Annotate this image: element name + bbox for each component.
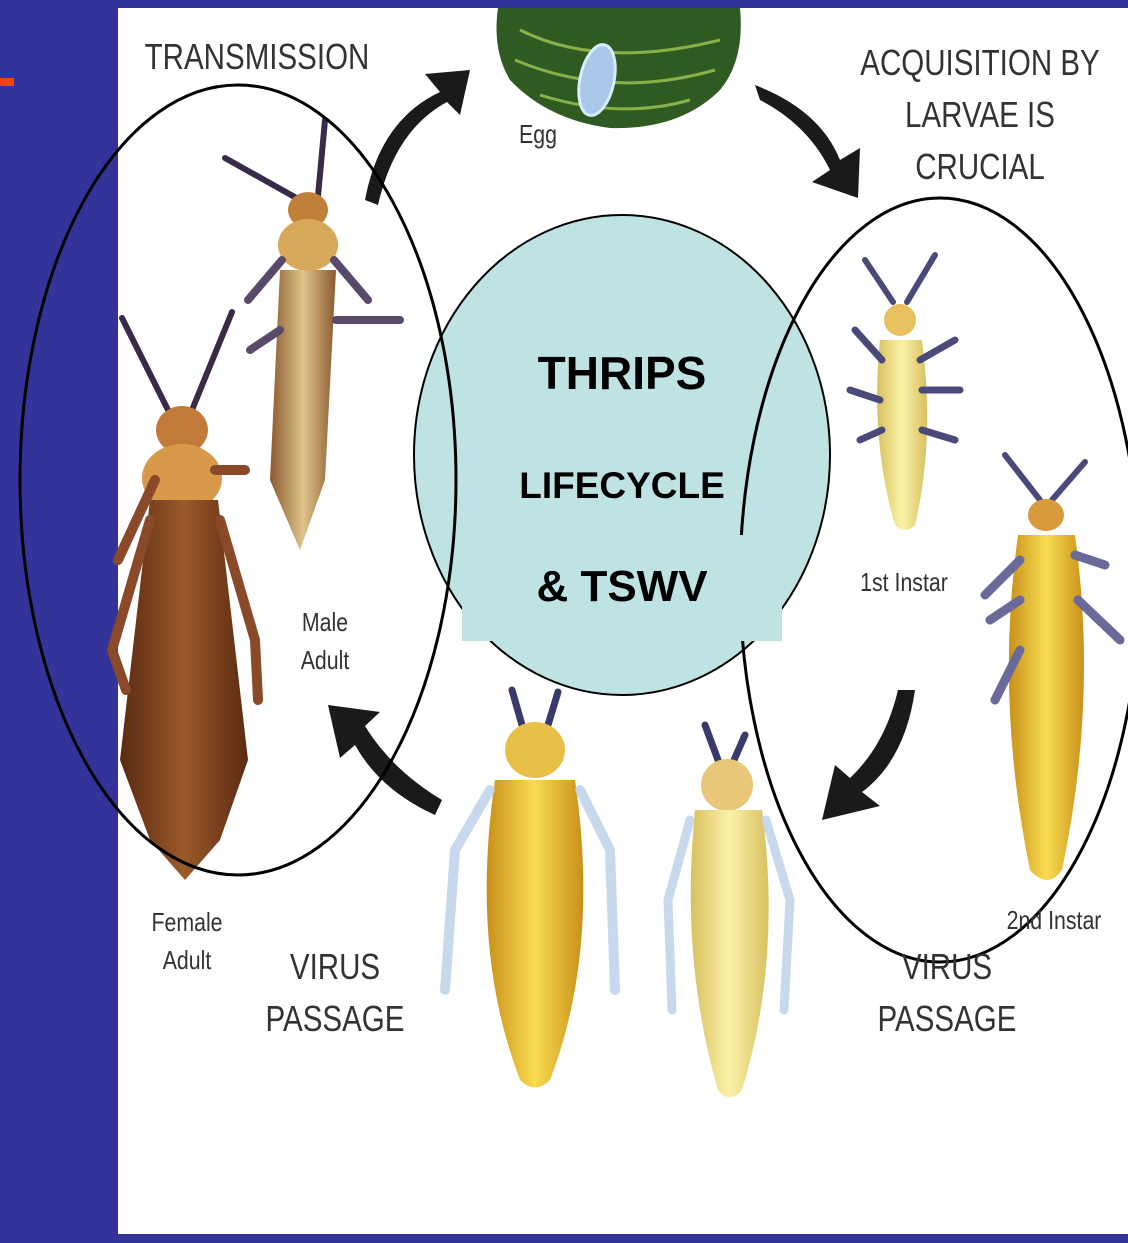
label-first-instar: 1st Instar (848, 566, 960, 599)
label-virus-passage-left-1: VIRUS (257, 944, 413, 989)
label-female-adult-2: Adult (140, 944, 233, 977)
label-transmission: TRANSMISSION (138, 34, 376, 79)
label-male-adult-1: Male (280, 606, 370, 639)
label-acquisition-1: ACQUISITION BY (857, 40, 1103, 85)
label-virus-passage-right-2: PASSAGE (869, 996, 1025, 1041)
arrow-transmission-to-egg (365, 70, 470, 205)
label-virus-passage-right-1: VIRUS (869, 944, 1025, 989)
first-instar-larva (850, 255, 960, 530)
label-acquisition-2: LARVAE IS (857, 92, 1103, 137)
female-adult-thrips (112, 312, 258, 880)
label-female-adult-1: Female (140, 906, 233, 939)
arrow-instar-to-pupa (822, 690, 915, 820)
title-tswv: & TSWV (452, 562, 792, 612)
title-lifecycle: LIFECYCLE (452, 465, 792, 507)
label-second-instar: 2nd Instar (998, 904, 1110, 937)
label-male-adult-2: Adult (280, 644, 370, 677)
title-thrips: THRIPS (452, 346, 792, 400)
leaf-egg-image (497, 8, 741, 128)
prepupa-thrips (445, 690, 615, 1088)
second-instar-larva (985, 455, 1120, 880)
label-acquisition-3: CRUCIAL (857, 144, 1103, 189)
label-virus-passage-left-2: PASSAGE (257, 996, 413, 1041)
arrow-pupa-to-adult (328, 705, 442, 815)
pupa-thrips (668, 725, 790, 1098)
label-egg: Egg (505, 118, 571, 151)
arrow-egg-to-larva (755, 85, 860, 198)
